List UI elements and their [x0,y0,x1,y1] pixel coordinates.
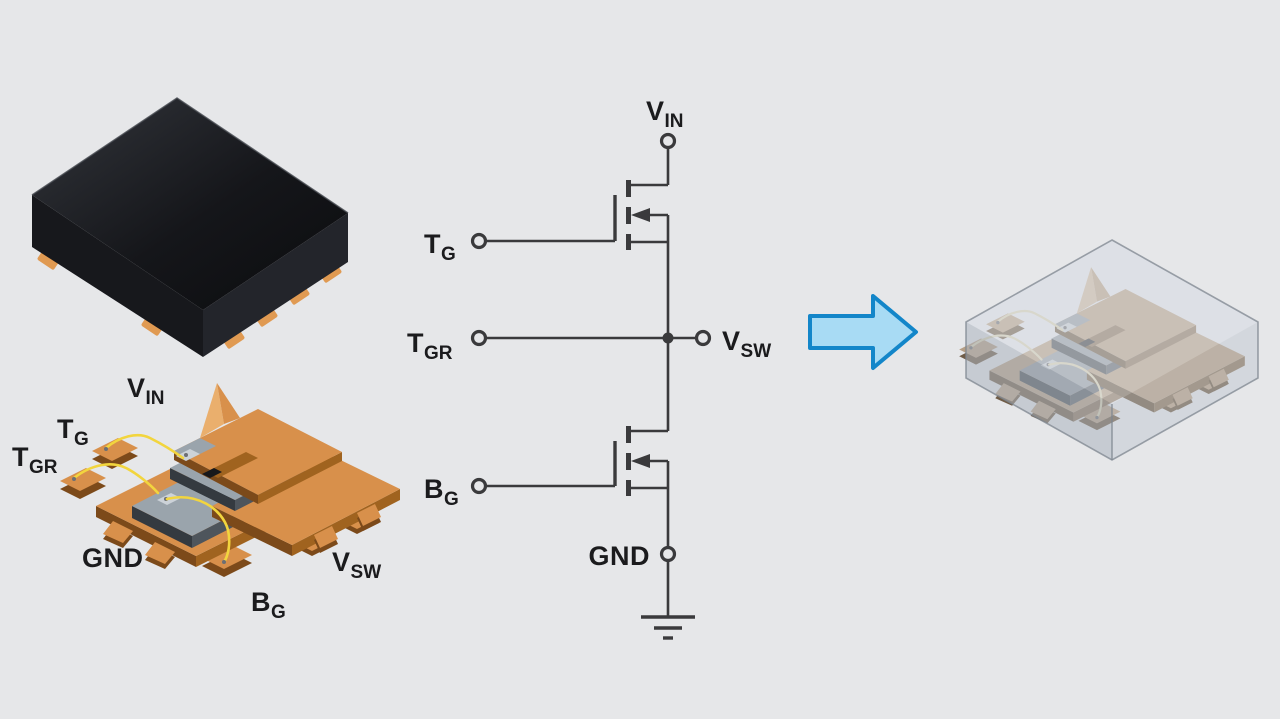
schematic-label-tgr: TGR [407,328,453,364]
molded-package-view [958,239,1259,461]
die-stack-assembly [60,383,400,577]
mold-left-face [966,322,1112,460]
exploded-label-bg: BG [251,587,286,623]
terminal-vsw [694,329,712,347]
mold-right-face [1112,322,1258,460]
schematic-label-bg: BG [424,474,459,510]
vsw-clip [212,450,400,556]
transition-arrow-icon [808,294,918,370]
exploded-label-tgr: TGR [12,442,58,478]
terminal-tg [470,232,488,250]
vin-clip [174,383,342,504]
exploded-view-labels: VIN TG TGR GND BG VSW [12,373,381,623]
leadframe-pin-pads [60,438,252,577]
terminal-vin [659,132,677,150]
package-edge-highlight [31,97,349,214]
high-side-mosfet [613,148,670,338]
black-package-3d [31,97,349,357]
schematic-label-vin: VIN [646,96,684,132]
schematic-label-vsw: VSW [722,326,771,362]
exploded-label-tg: TG [57,414,89,450]
package-left-face [32,195,203,357]
schematic-label-tg: TG [424,229,456,265]
exploded-label-vsw: VSW [332,547,381,583]
schematic-label-gnd: GND [589,541,651,571]
ground-symbol [641,561,695,640]
terminal-gnd [659,545,677,563]
switch-node-junction [662,332,674,344]
terminal-tgr [470,329,488,347]
package-right-face [203,213,348,357]
bond-wires [72,434,231,564]
terminal-bg [470,477,488,495]
exploded-label-gnd: GND [82,543,144,573]
package-top-face [32,98,348,310]
exploded-label-vin: VIN [127,373,165,409]
half-bridge-schematic: VIN TG TGR VSW BG GND [407,96,771,640]
low-side-mosfet [613,338,670,547]
